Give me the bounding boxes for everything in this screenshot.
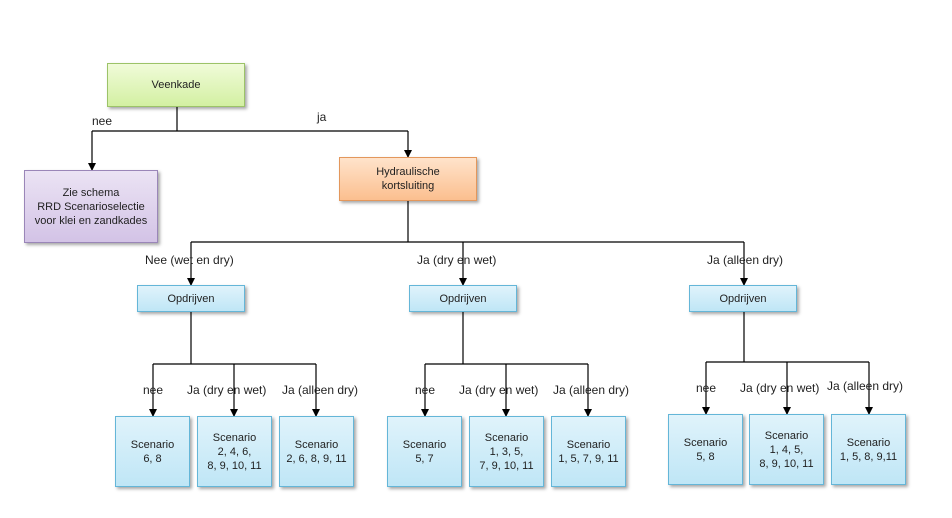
option-label: Ja (dry en wet) <box>187 383 267 397</box>
opdrijven-node: Opdrijven <box>409 285 517 312</box>
hydraulic-short-circuit-node: Hydraulische kortsluiting <box>339 157 477 201</box>
branch-label: Ja (alleen dry) <box>707 253 784 267</box>
option-label: nee <box>415 383 436 397</box>
branch-label: Nee (wet en dry) <box>145 253 234 267</box>
root-node-veenkade: Veenkade <box>107 63 245 107</box>
scenario-box: Scenario 2, 4, 6, 8, 9, 10, 11 <box>197 416 272 487</box>
option-label: nee <box>143 383 164 397</box>
option-label: Ja (dry en wet) <box>459 383 539 397</box>
option-label: Ja (alleen dry) <box>827 379 904 393</box>
opdrijven-node: Opdrijven <box>689 285 797 312</box>
scenario-box: Scenario 1, 5, 7, 9, 11 <box>551 416 626 487</box>
scenario-box: Scenario 2, 6, 8, 9, 11 <box>279 416 354 487</box>
edge-label-yes: ja <box>317 110 327 124</box>
opdrijven-node: Opdrijven <box>137 285 245 312</box>
scenario-box: Scenario 6, 8 <box>115 416 190 487</box>
scenario-box: Scenario 1, 5, 8, 9,11 <box>831 414 906 485</box>
scenario-box: Scenario 1, 4, 5, 8, 9, 10, 11 <box>749 414 824 485</box>
scenario-box: Scenario 1, 3, 5, 7, 9, 10, 11 <box>469 416 544 487</box>
scenario-box: Scenario 5, 8 <box>668 414 743 485</box>
option-label: Ja (alleen dry) <box>553 383 630 397</box>
option-label: Ja (dry en wet) <box>740 381 820 395</box>
clay-sand-schema-node: Zie schema RRD Scenarioselectie voor kle… <box>24 170 158 243</box>
edge-label-no: nee <box>92 114 113 128</box>
option-label: nee <box>696 381 717 395</box>
scenario-box: Scenario 5, 7 <box>387 416 462 487</box>
branch-label: Ja (dry en wet) <box>417 253 497 267</box>
option-label: Ja (alleen dry) <box>282 383 359 397</box>
